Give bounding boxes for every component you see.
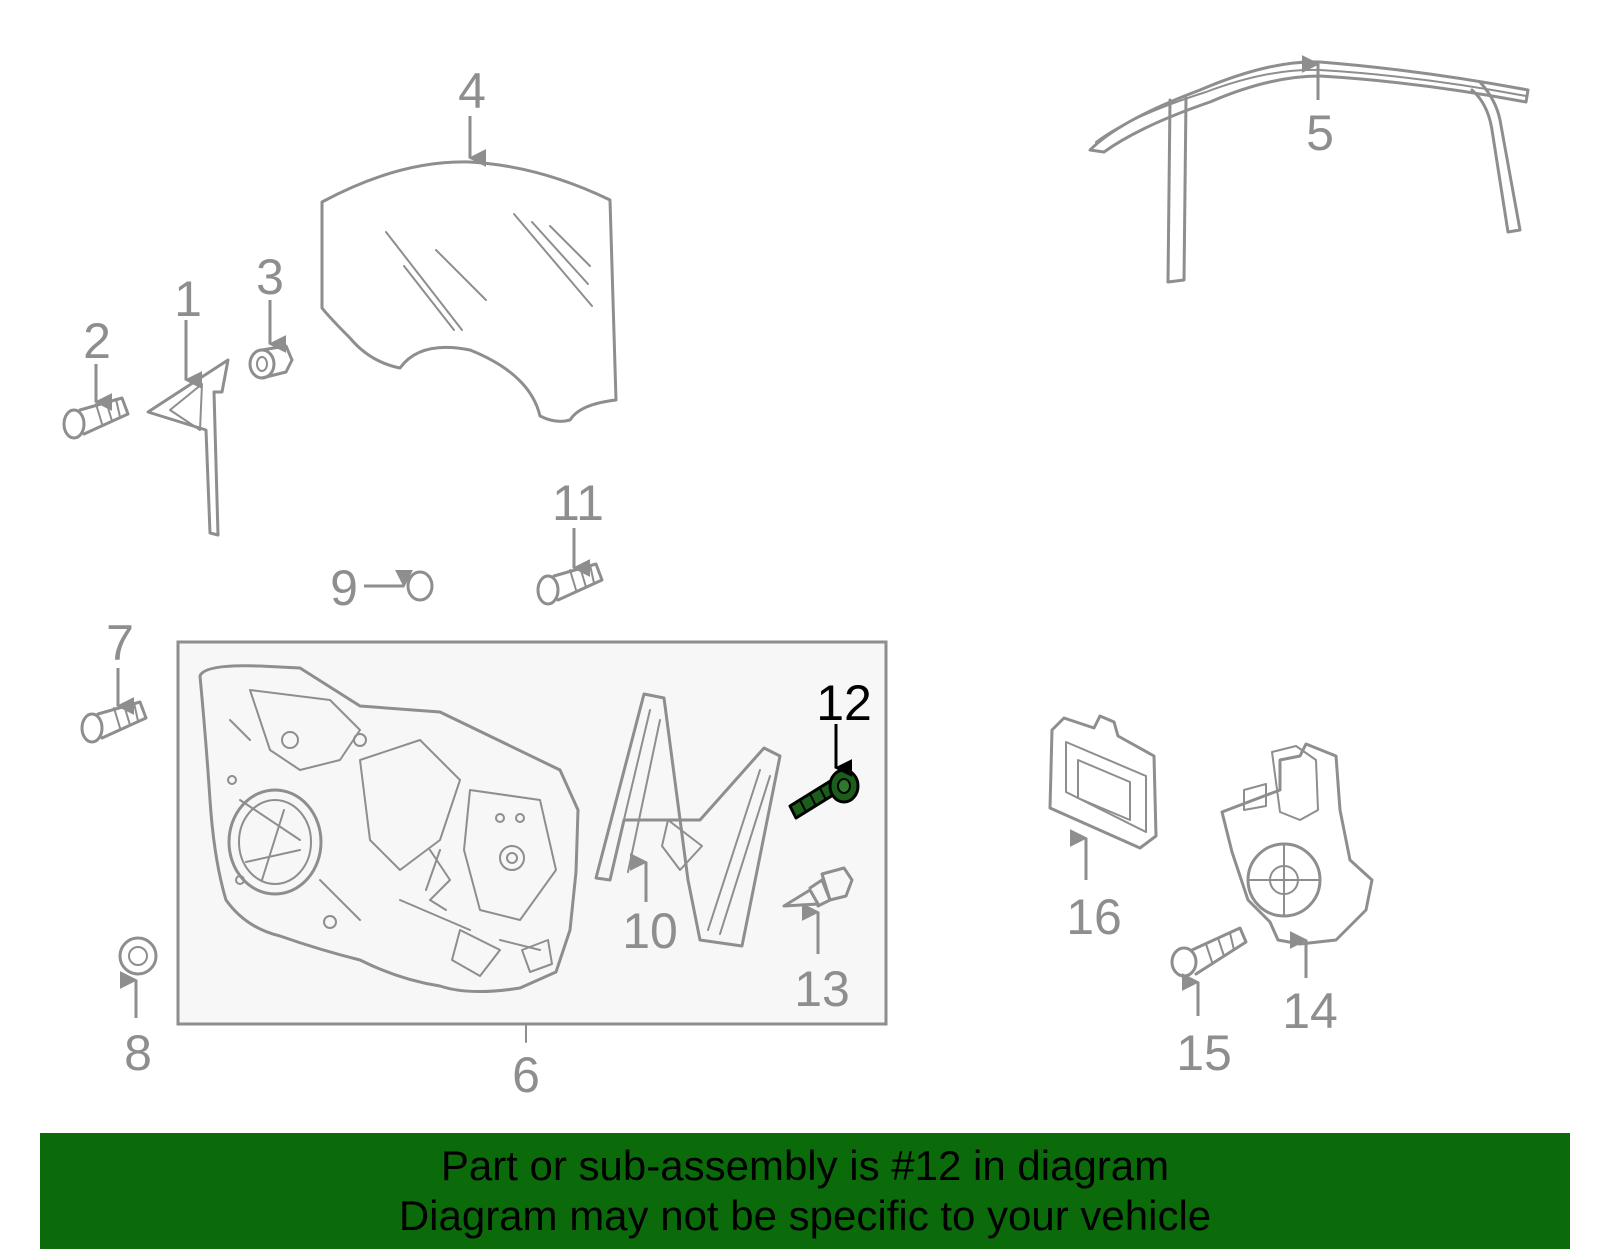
- part-11-bolt[interactable]: [536, 562, 604, 606]
- footer-line-1: Part or sub-assembly is #12 in diagram: [440, 1142, 1170, 1189]
- part-9-clip[interactable]: [406, 570, 434, 602]
- callout-4: 4: [458, 63, 486, 119]
- part-6-door-module-panel[interactable]: [198, 664, 580, 994]
- callout-9: 9: [330, 560, 358, 616]
- callout-2: 2: [83, 313, 111, 369]
- callout-11: 11: [552, 475, 604, 531]
- part-7-bolt[interactable]: [80, 700, 148, 744]
- footer-line-2: Diagram may not be specific to your vehi…: [398, 1192, 1212, 1239]
- part-15-screw[interactable]: [1170, 926, 1248, 978]
- callout-6: 6: [512, 1047, 540, 1103]
- part-3-grommet[interactable]: [248, 344, 294, 380]
- callout-10: 10: [622, 903, 678, 959]
- callout-14: 14: [1282, 983, 1338, 1039]
- callout-8: 8: [124, 1025, 152, 1081]
- part-10-window-regulator[interactable]: [594, 692, 782, 948]
- part-5-window-seal[interactable]: [1088, 60, 1530, 284]
- callout-12: 12: [816, 675, 872, 731]
- callout-16: 16: [1066, 889, 1122, 945]
- subassembly-box: [176, 640, 888, 1026]
- callout-13: 13: [794, 961, 850, 1017]
- callout-7: 7: [106, 615, 134, 671]
- callout-15: 15: [1176, 1025, 1232, 1081]
- callout-1: 1: [174, 271, 202, 327]
- part-1-mirror-bracket[interactable]: [146, 358, 230, 537]
- callout-5: 5: [1306, 105, 1334, 161]
- part-14-window-motor[interactable]: [1220, 742, 1374, 946]
- part-4-door-glass[interactable]: [320, 160, 618, 423]
- part-8-grommet[interactable]: [118, 936, 158, 976]
- part-13-screw[interactable]: [782, 866, 854, 908]
- part-16-control-module[interactable]: [1048, 714, 1158, 850]
- footer-banner: Part or sub-assembly is #12 in diagram D…: [40, 1133, 1570, 1249]
- part-2-bolt[interactable]: [62, 396, 130, 440]
- part-12-bolt-highlighted[interactable]: [788, 768, 860, 820]
- callout-3: 3: [256, 249, 284, 305]
